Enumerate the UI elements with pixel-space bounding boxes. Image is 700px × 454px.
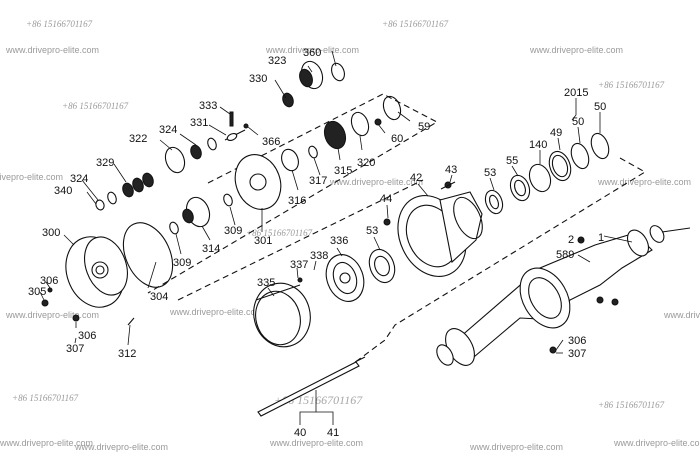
planet-gear-322 [164,137,217,174]
part-label-41: 41 [327,427,339,439]
watermark-site: www.drivepro-elite.com [529,45,623,55]
part-label-300: 300 [42,227,60,239]
part-label-315: 315 [334,165,352,177]
watermark-site: www.drivepro-elite.com [74,442,168,452]
watermark-site: www.drivepro-elite.com [0,172,63,182]
part-label-314: 314 [202,243,220,255]
part-label-324-lower: 324 [70,173,88,185]
part-label-337: 337 [290,259,308,271]
ring-gear-hub [325,254,365,302]
watermark-phone: +86 15166701167 [12,393,79,403]
part-label-360: 360 [303,47,321,59]
part-label-305: 305 [28,286,46,298]
ring-gear [253,282,311,348]
part-label-2015-right: 2015 [564,87,588,99]
part-label-324-upper: 324 [159,124,177,136]
part-label-307-right: 307 [568,348,586,360]
part-label-331: 331 [190,117,208,129]
watermark-site: www.drivepro-elite.com [663,310,700,320]
guide-line-upper [147,93,439,294]
watermark-site: www.drivepro-elite.com [597,177,691,187]
part-label-336: 336 [330,235,348,247]
part-label-50-upper: 50 [594,101,606,113]
watermark-site: www.drivepro-elite.com [5,45,99,55]
pin-331-333 [224,111,249,141]
part-label-49: 49 [550,127,562,139]
planet-gear-upper [282,60,345,108]
watermark-layer: +86 15166701167 +86 15166701167 www.driv… [0,19,700,452]
watermark-phone: +86 15166701167 [382,19,449,29]
part-label-59: 59 [418,121,430,133]
part-label-53-upper: 53 [484,167,496,179]
part-label-320: 320 [357,157,375,169]
part-label-42: 42 [410,172,422,184]
watermark-phone: +86 15166701167 [598,400,665,410]
part-label-316: 316 [288,195,306,207]
part-label-322: 322 [129,133,147,145]
part-label-306-left: 306 [40,275,58,287]
part-label-306-right: 306 [568,335,586,347]
watermark-site: www.drivepro-elite.com [613,438,700,448]
part-label-40: 40 [294,427,306,439]
part-label-330: 330 [249,73,267,85]
part-label-338: 338 [310,250,328,262]
part-label-2: 2 [568,234,574,246]
axle-housing [436,225,691,366]
watermark-phone: +86 15166701167 [246,228,313,238]
guide-line-right [349,157,647,367]
part-label-589: 589 [556,249,574,261]
part-label-307-left: 307 [66,343,84,355]
part-label-366: 366 [262,136,280,148]
part-label-301: 301 [254,235,272,247]
watermark-site: www.drivepro-elite.com [329,177,423,187]
planet-carrier [65,236,128,308]
part-label-43: 43 [445,164,457,176]
watermark-site: www.drivepro-elite.com [169,307,263,317]
bearing-upper-group [484,132,610,215]
part-label-335: 335 [257,277,275,289]
part-label-50-lower: 50 [572,116,584,128]
watermark-site: www.drivepro-elite.com [5,310,99,320]
half-shaft [257,356,366,417]
part-label-304: 304 [150,291,168,303]
part-label-140: 140 [529,139,547,151]
part-label-53-lower: 53 [366,225,378,237]
part-label-309-upper: 309 [224,225,242,237]
o-ring [122,222,174,288]
part-label-329: 329 [96,157,114,169]
assembly-guide-lines [147,93,647,367]
part-label-1: 1 [598,232,604,244]
part-label-317: 317 [309,175,327,187]
needle-bearing-329 [95,172,154,211]
watermark-site: www.drivepro-elite.com [269,438,363,448]
sun-gear-320 [323,95,402,150]
part-label-306-mid: 306 [78,330,96,342]
part-label-340: 340 [54,185,72,197]
part-label-55: 55 [506,155,518,167]
watermark-phone: +86 15166701167 [598,80,665,90]
watermark-phone: +86 15166701167 [62,101,129,111]
part-label-323: 323 [268,55,286,67]
part-label-312: 312 [118,348,136,360]
part-labels: 360 323 330 333 331 366 324 322 329 324 … [28,47,606,439]
watermark-site: www.drivepro-elite.com [265,45,359,55]
guide-line-left [177,179,424,301]
leader-lines [39,50,633,425]
carrier-cover-301 [234,154,282,210]
part-label-309-lower: 309 [173,257,191,269]
part-label-60: 60 [391,133,403,145]
planet-gear-314 [169,193,233,235]
wheel-hub [397,191,483,277]
watermark-site: www.drivepro-elite.com [469,442,563,452]
part-label-333: 333 [199,100,217,112]
thrust-washers-316-317 [281,145,318,172]
part-label-44: 44 [380,193,392,205]
watermark-site: www.drivepro-elite.com [0,438,93,448]
bearing-lower [368,248,396,284]
watermark-phone: +86 15166701167 [26,19,93,29]
